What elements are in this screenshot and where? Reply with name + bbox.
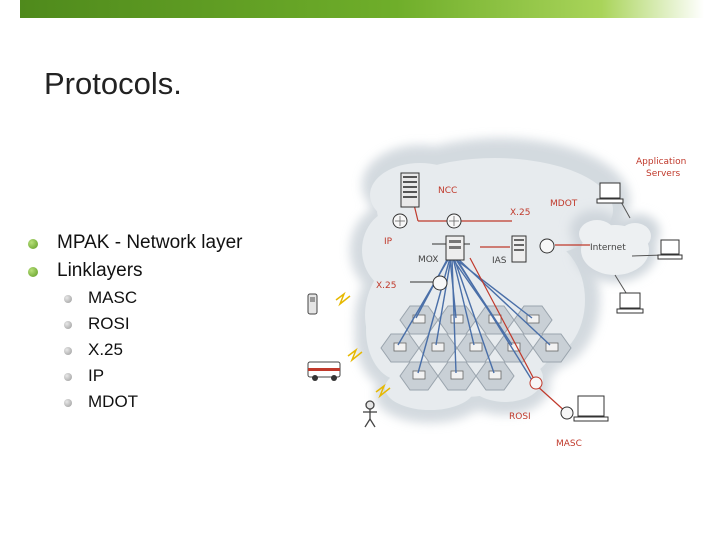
sub-bullet-dot-icon (64, 321, 72, 329)
ambulance-icon (307, 361, 341, 381)
slide-title: Protocols. (44, 66, 182, 101)
x25-node-icon (432, 275, 448, 291)
ias-label: IAS (492, 256, 507, 266)
ias-server-icon (511, 235, 527, 263)
radio-link-icons (335, 291, 391, 399)
app-servers-label-2: Servers (646, 169, 681, 179)
handheld-terminal-icon (307, 293, 318, 315)
sub-bullet-dot-icon (64, 347, 72, 355)
bullet-dot-icon (28, 239, 38, 249)
sub-bullet-dot-icon (64, 399, 72, 407)
mox-switch-icon (445, 235, 465, 261)
mdot-router-icon (539, 238, 555, 254)
ncc-label: NCC (438, 186, 457, 196)
sub-bullet-dot-icon (64, 373, 72, 381)
mdot-label: MDOT (550, 199, 578, 209)
rosi-label: ROSI (509, 412, 531, 422)
masc-label: MASC (556, 439, 582, 449)
internet-label: Internet (590, 243, 626, 253)
app-servers-label-1: Application (636, 157, 686, 167)
internet-cloud (570, 210, 660, 282)
x25-top-label: X.25 (510, 208, 530, 218)
masc-node-icon (560, 406, 574, 420)
x25-left-label: X.25 (376, 281, 396, 291)
ip-label: IP (384, 237, 393, 247)
ncc-server-icon (400, 172, 420, 208)
terminal-icons (573, 182, 683, 422)
mox-label: MOX (418, 255, 438, 265)
field-worker-icon (363, 400, 377, 428)
sub-bullet-dot-icon (64, 295, 72, 303)
rosi-node-icon (529, 376, 543, 390)
cable-bundle (397, 257, 551, 386)
bullet-dot-icon (28, 267, 38, 277)
header-bar (20, 0, 704, 18)
